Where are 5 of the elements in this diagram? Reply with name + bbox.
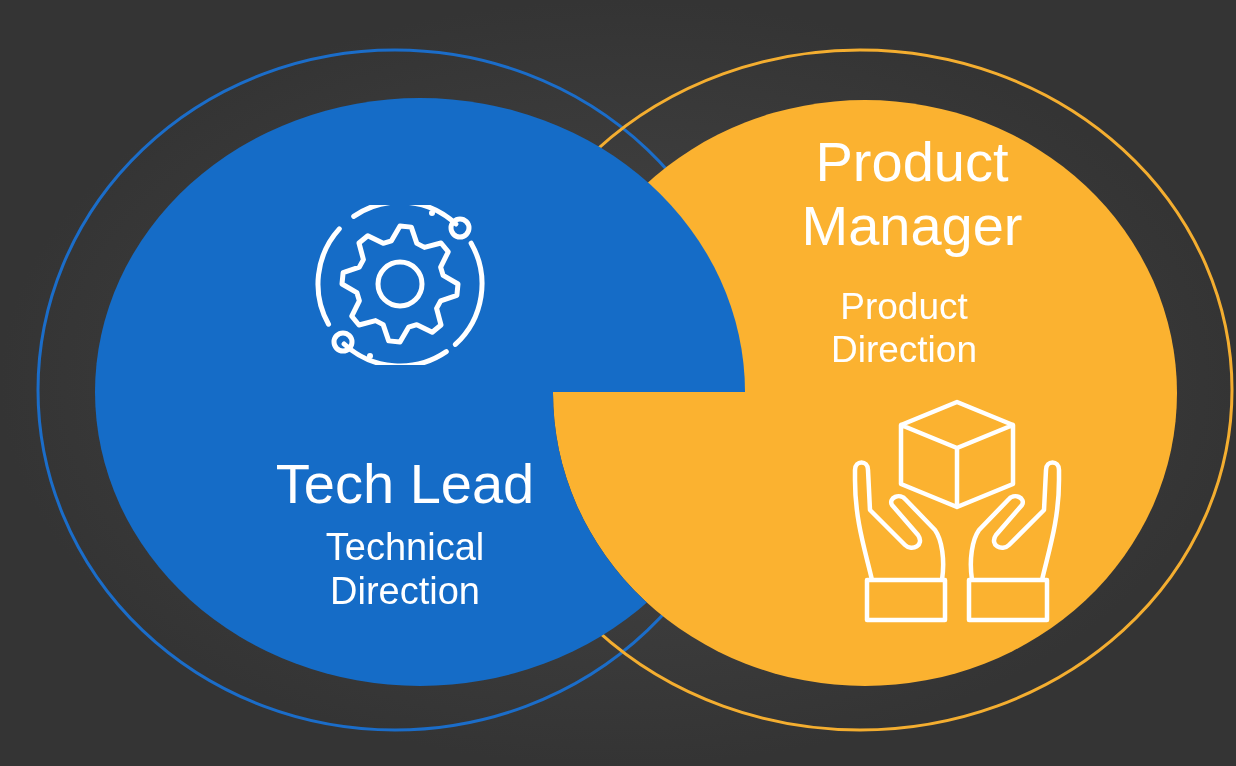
role-title: Tech Lead [274, 452, 536, 517]
role-description: Product Direction [830, 286, 978, 372]
role-title: Product Manager [800, 130, 1024, 259]
role-description: Technical Direction [324, 526, 486, 614]
role-circle [95, 98, 745, 686]
